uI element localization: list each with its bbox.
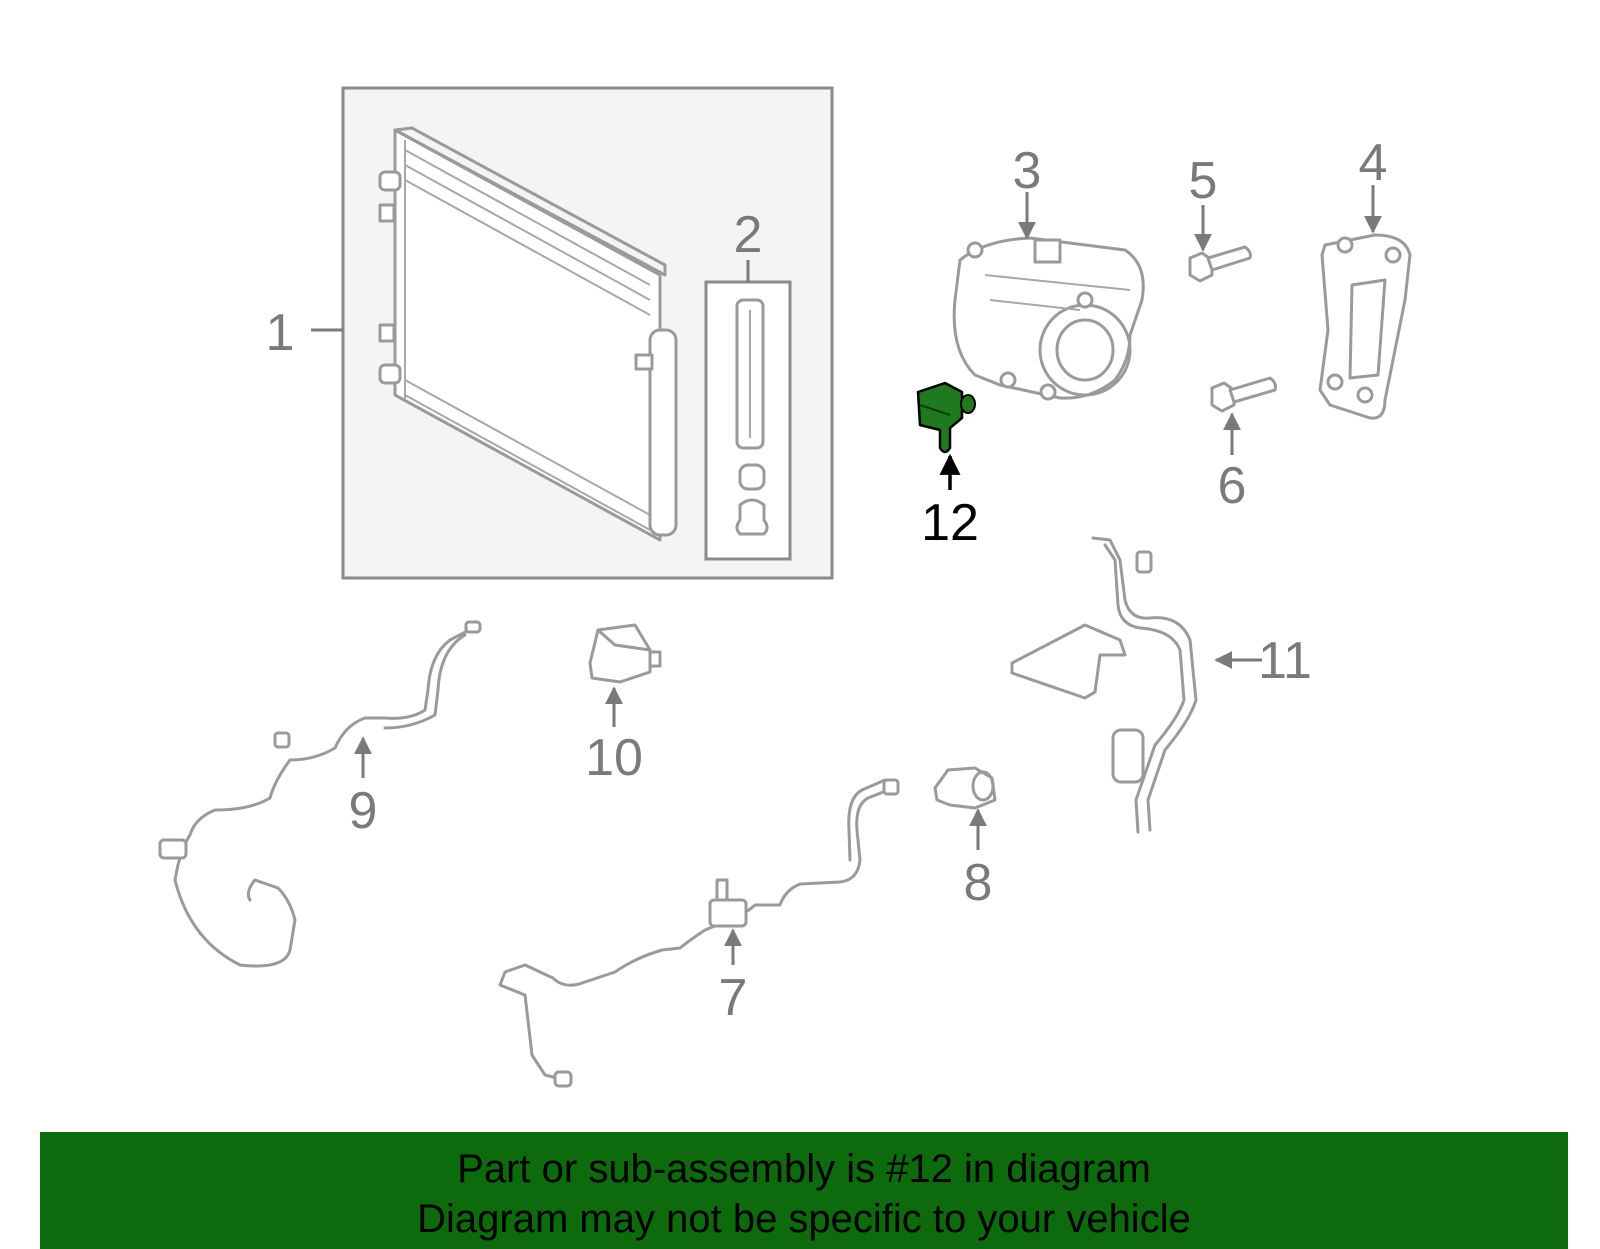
callout-10: 10 (585, 729, 643, 787)
callout-2: 2 (734, 206, 763, 264)
bolt-5 (1188, 245, 1252, 283)
callout-9: 9 (349, 782, 378, 840)
callout-11: 11 (1258, 632, 1312, 690)
callout-1: 1 (266, 304, 295, 362)
compressor-bracket (1318, 233, 1412, 420)
connector-10 (588, 623, 662, 684)
callout-4: 4 (1359, 134, 1388, 192)
switch-8 (933, 766, 997, 810)
callout-3: 3 (1013, 142, 1042, 200)
banner-line-1: Part or sub-assembly is #12 in diagram (457, 1147, 1151, 1191)
callout-6: 6 (1218, 457, 1247, 515)
info-banner: Part or sub-assembly is #12 in diagram D… (40, 1132, 1568, 1249)
compressor (952, 236, 1145, 401)
callout-7: 7 (719, 969, 748, 1027)
banner-line-2: Diagram may not be specific to your vehi… (417, 1197, 1191, 1241)
callout-12: 12 (921, 494, 979, 552)
pressure-sensor-12 (916, 381, 976, 454)
hose-9 (158, 620, 482, 968)
dryer-kit (704, 280, 792, 561)
hose-7 (498, 778, 900, 1088)
callout-5: 5 (1189, 152, 1218, 210)
callout-8: 8 (964, 854, 993, 912)
bolt-6 (1210, 376, 1277, 413)
hose-assembly-11 (1010, 536, 1198, 834)
